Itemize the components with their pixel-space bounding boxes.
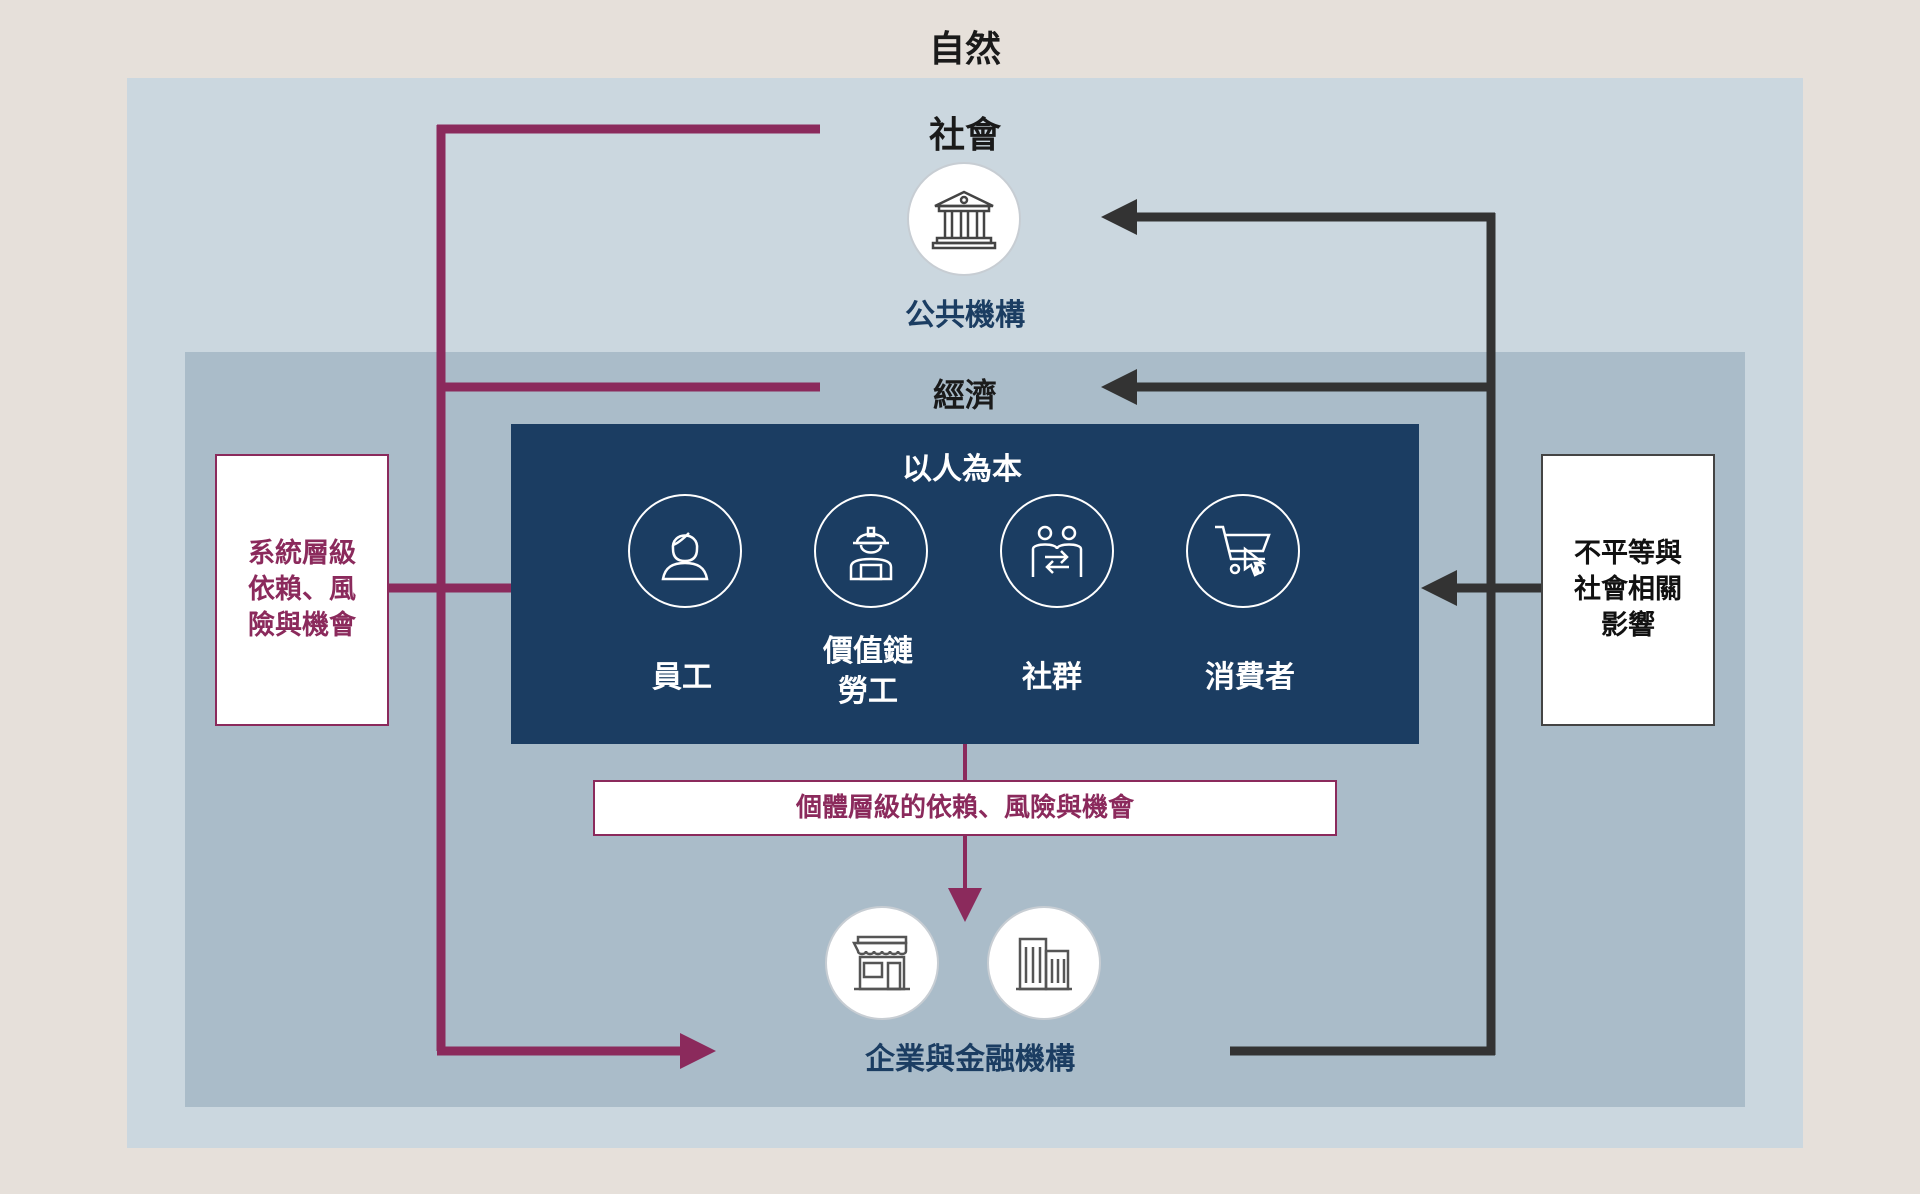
bank-icon [931, 190, 997, 250]
magenta-arrowhead-business [680, 1033, 716, 1069]
inequality-box: 不平等與 社會相關 影響 [1541, 454, 1715, 726]
consumer-icon-circle [1186, 494, 1300, 608]
employee-icon [661, 532, 709, 581]
community-icon-circle [1000, 494, 1114, 608]
shop-icon [851, 935, 910, 991]
dark-arrowhead-economy [1101, 369, 1137, 405]
public-institution-icon-circle [907, 162, 1021, 276]
employee-label: 員工 [652, 660, 712, 695]
value-chain-worker-label: 價值鏈 勞工 [823, 634, 913, 709]
consumer-label: 消費者 [1205, 660, 1295, 695]
employee-icon-circle [628, 494, 742, 608]
community-label: 社群 [1022, 660, 1082, 695]
economy-title: 經濟 [932, 376, 998, 414]
worker-icon-circle [814, 494, 928, 608]
shop-icon-circle [825, 906, 939, 1020]
community-icon [1031, 525, 1083, 577]
dark-arrowhead-society [1101, 199, 1137, 235]
business-label: 企業與金融機構 [865, 1042, 1075, 1077]
society-title: 社會 [928, 115, 1002, 156]
consumer-icon [1215, 525, 1271, 577]
people-centered-title: 以人為本 [902, 452, 1022, 487]
nature-title: 自然 [928, 29, 1002, 70]
worker-icon [849, 526, 893, 581]
building-icon [1016, 937, 1072, 991]
public-institutions-label: 公共機構 [905, 298, 1025, 333]
magenta-arrowhead-down [948, 888, 982, 922]
system-level-box: 系統層級 依賴、風 險與機會 [215, 454, 389, 726]
individual-level-box: 個體層級的依賴、風險與機會 [593, 780, 1337, 836]
building-icon-circle [987, 906, 1101, 1020]
dark-arrowhead-people [1421, 570, 1457, 606]
